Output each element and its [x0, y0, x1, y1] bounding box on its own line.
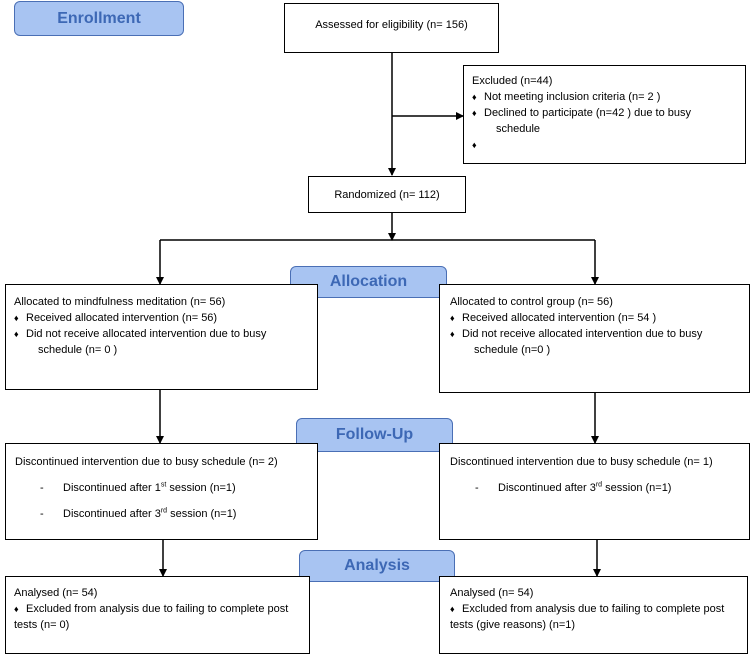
- allocation-left-not-received-cont: schedule (n= 0 ): [38, 344, 118, 356]
- bullet-icon: ♦: [450, 313, 455, 323]
- bullet-icon: ♦: [472, 140, 477, 150]
- allocation-left-item: ♦ Did not receive allocated intervention…: [14, 326, 309, 342]
- analysis-right-excluded: Excluded from analysis due to failing to…: [462, 603, 725, 615]
- followup-left-item-text: Discontinued after 1st session (n=1): [63, 481, 236, 494]
- excluded-item-text: Declined to participate (n=42 ) due to b…: [484, 107, 691, 119]
- allocation-right-item: ♦ Received allocated intervention (n= 54…: [450, 310, 741, 326]
- bullet-icon: ♦: [472, 108, 477, 118]
- allocation-right-received: Received allocated intervention (n= 54 ): [462, 312, 657, 324]
- dash-marker: -: [475, 482, 479, 494]
- analysis-right-item: ♦ Excluded from analysis due to failing …: [450, 601, 739, 617]
- analysis-left-box: Analysed (n= 54) ♦ Excluded from analysi…: [5, 576, 310, 654]
- followup-left-item: - Discontinued after 1st session (n=1): [15, 480, 309, 496]
- excluded-item-continuation: schedule: [496, 123, 541, 135]
- followup-left-item-text: Discontinued after 3rd session (n=1): [63, 507, 237, 520]
- stage-label-analysis: Analysis: [299, 550, 455, 582]
- bullet-icon: ♦: [472, 92, 477, 102]
- followup-right-box: Discontinued intervention due to busy sc…: [439, 443, 750, 540]
- bullet-icon: ♦: [14, 329, 19, 339]
- allocation-left-not-received: Did not receive allocated intervention d…: [26, 328, 267, 340]
- allocation-right-box: Allocated to control group (n= 56) ♦ Rec…: [439, 284, 750, 393]
- allocation-right-not-received-cont: schedule (n=0 ): [474, 344, 551, 356]
- randomized-box: Randomized (n= 112): [308, 176, 466, 213]
- excluded-item: ♦: [472, 137, 737, 153]
- analysis-left-excluded-cont: tests (n= 0): [14, 619, 70, 631]
- analysis-right-title: Analysed (n= 54): [450, 587, 534, 599]
- allocation-left-title: Allocated to mindfulness meditation (n= …: [14, 296, 226, 308]
- allocation-right-item: ♦ Did not receive allocated intervention…: [450, 326, 741, 342]
- followup-right-item: - Discontinued after 3rd session (n=1): [450, 480, 741, 496]
- bullet-icon: ♦: [14, 313, 19, 323]
- followup-right-item-text: Discontinued after 3rd session (n=1): [498, 481, 672, 494]
- assessed-box: Assessed for eligibility (n= 156): [284, 3, 499, 53]
- allocation-left-box: Allocated to mindfulness meditation (n= …: [5, 284, 318, 390]
- excluded-item: ♦ Declined to participate (n=42 ) due to…: [472, 105, 737, 121]
- stage-label-enrollment: Enrollment: [14, 1, 184, 36]
- analysis-right-box: Analysed (n= 54) ♦ Excluded from analysi…: [439, 576, 748, 654]
- excluded-title: Excluded (n=44): [472, 75, 553, 87]
- assessed-text: Assessed for eligibility (n= 156): [315, 19, 468, 31]
- bullet-icon: ♦: [14, 604, 19, 614]
- excluded-item: ♦ Not meeting inclusion criteria (n= 2 ): [472, 89, 737, 105]
- bullet-icon: ♦: [450, 329, 455, 339]
- analysis-left-item: ♦ Excluded from analysis due to failing …: [14, 601, 301, 617]
- bullet-icon: ♦: [450, 604, 455, 614]
- stage-label-follow-up: Follow-Up: [296, 418, 453, 452]
- randomized-text: Randomized (n= 112): [334, 188, 440, 201]
- followup-right-title: Discontinued intervention due to busy sc…: [450, 456, 713, 468]
- followup-left-title: Discontinued intervention due to busy sc…: [15, 456, 278, 468]
- analysis-right-excluded-cont: tests (give reasons) (n=1): [450, 619, 576, 631]
- dash-marker: -: [40, 508, 44, 520]
- allocation-left-item: ♦ Received allocated intervention (n= 56…: [14, 310, 309, 326]
- excluded-item-text: Not meeting inclusion criteria (n= 2 ): [484, 91, 661, 103]
- stage-label-allocation: Allocation: [290, 266, 447, 298]
- allocation-right-not-received: Did not receive allocated intervention d…: [462, 328, 703, 340]
- allocation-left-received: Received allocated intervention (n= 56): [26, 312, 218, 324]
- allocation-right-title: Allocated to control group (n= 56): [450, 296, 613, 308]
- followup-left-item: - Discontinued after 3rd session (n=1): [15, 506, 309, 522]
- excluded-box: Excluded (n=44) ♦ Not meeting inclusion …: [463, 65, 746, 164]
- followup-left-box: Discontinued intervention due to busy sc…: [5, 443, 318, 540]
- analysis-left-title: Analysed (n= 54): [14, 587, 98, 599]
- dash-marker: -: [40, 482, 44, 494]
- analysis-left-excluded: Excluded from analysis due to failing to…: [26, 603, 289, 615]
